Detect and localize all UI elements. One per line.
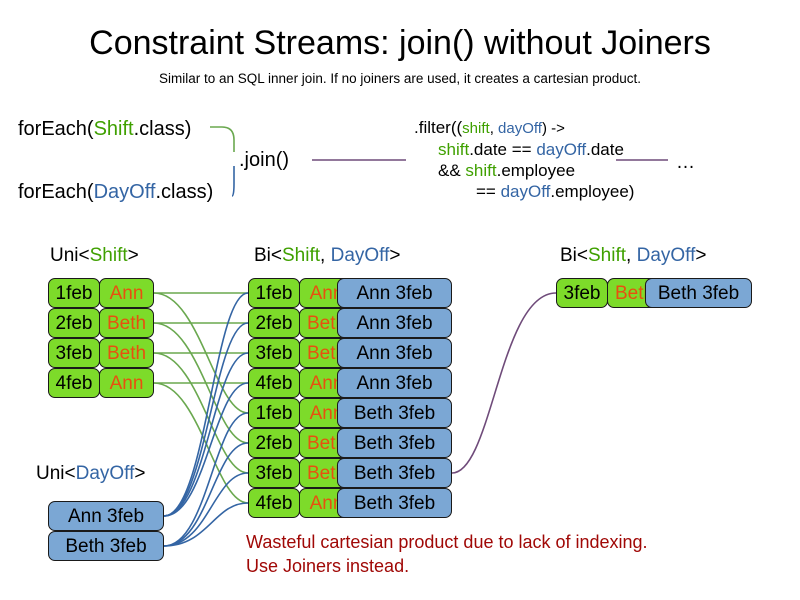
uni-shift-employee-box-2: Beth <box>99 308 154 338</box>
uni-dayoff-post: > <box>134 463 146 484</box>
filter-line2-shift: shift <box>438 140 470 159</box>
uni-shift-date-box-1: 1feb <box>48 278 100 308</box>
page-subtitle: Similar to an SQL inner join. If no join… <box>159 71 641 86</box>
filter-line-4: == dayOff.employee) <box>414 181 634 202</box>
filter-call-block: .filter((shift, dayOff) -> shift.date ==… <box>414 117 634 202</box>
bi-middle-label: Bi<Shift, DayOff> <box>254 245 400 267</box>
uni-shift-date-box-3: 3feb <box>48 338 100 368</box>
filter-line2-post: .date <box>586 140 624 159</box>
link-dayoff-ann-4 <box>163 382 249 517</box>
uni-shift-label: Uni<Shift> <box>50 245 139 267</box>
uni-dayoff-type: DayOff <box>75 463 135 484</box>
link-dayoff-beth-5 <box>163 412 249 547</box>
brace-dayoff-to-join <box>231 166 235 197</box>
bi-right-date-box-1: 3feb <box>556 278 608 308</box>
uni-shift-date-box-4: 4feb <box>48 368 100 398</box>
bi-right-type2: DayOff <box>636 245 696 266</box>
join-call-label: .join() <box>239 149 290 171</box>
filter-line-2: shift.date == dayOff.date <box>414 139 634 160</box>
bi-middle-dayoff-box-4: Ann 3feb <box>337 368 452 398</box>
filter-line3-shift: shift <box>465 161 497 180</box>
bi-middle-pre: Bi< <box>254 245 282 266</box>
filter-line2-mid: .date == <box>469 140 537 159</box>
uni-dayoff-label: Uni<DayOff> <box>36 463 146 485</box>
bi-middle-date-box-1: 1feb <box>248 278 300 308</box>
filter-line3-post: .employee <box>496 161 576 180</box>
brace-shift-to-join <box>210 126 235 152</box>
bi-right-pre: Bi< <box>560 245 588 266</box>
foreach-shift-suffix: .class) <box>133 118 192 140</box>
foreach-dayoff-statement: forEach(DayOff.class) <box>18 180 213 204</box>
link-dayoff-ann-1 <box>163 292 249 517</box>
uni-shift-employee-box-3: Beth <box>99 338 154 368</box>
bi-right-dayoff-box-1: Beth 3feb <box>645 278 752 308</box>
bi-middle-date-box-6: 2feb <box>248 428 300 458</box>
bi-right-label: Bi<Shift, DayOff> <box>560 245 706 267</box>
foreach-shift-type: Shift <box>93 118 134 140</box>
bi-middle-dayoff-box-3: Ann 3feb <box>337 338 452 368</box>
bi-middle-date-box-5: 1feb <box>248 398 300 428</box>
uni-dayoff-box-2: Beth 3feb <box>48 531 164 561</box>
bi-middle-type1: Shift <box>282 245 321 266</box>
uni-shift-post: > <box>127 245 139 266</box>
uni-shift-employee-box-4: Ann <box>99 368 154 398</box>
foreach-dayoff-prefix: forEach( <box>18 181 94 203</box>
page-title: Constraint Streams: join() without Joine… <box>89 24 711 62</box>
filter-line4-pre: == <box>476 182 501 201</box>
bi-middle-dayoff-box-5: Beth 3feb <box>337 398 452 428</box>
uni-dayoff-pre: Uni< <box>36 463 76 484</box>
bi-middle-dayoff-box-6: Beth 3feb <box>337 428 452 458</box>
warning-line-1: Wasteful cartesian product due to lack o… <box>246 532 648 552</box>
filter-line-3: && shift.employee <box>414 160 634 181</box>
filter-line1-dayoff: dayOff <box>498 120 542 137</box>
foreach-dayoff-suffix: .class) <box>155 181 214 203</box>
bi-right-post: > <box>695 245 707 266</box>
uni-shift-employee-box-1: Ann <box>99 278 154 308</box>
ellipsis-label: … <box>676 152 695 173</box>
filter-line1-post: ) -> <box>541 120 565 137</box>
link-dayoff-beth-6 <box>163 442 249 547</box>
bi-middle-date-box-3: 3feb <box>248 338 300 368</box>
link-shift-3-b <box>153 352 249 474</box>
filter-line1-pre: .filter(( <box>414 118 463 137</box>
link-filtered-result <box>451 292 557 474</box>
foreach-shift-prefix: forEach( <box>18 118 94 140</box>
link-dayoff-beth-7 <box>163 472 249 547</box>
filter-line-1: .filter((shift, dayOff) -> <box>414 117 634 139</box>
bi-right-type1: Shift <box>588 245 627 266</box>
bi-middle-dayoff-box-1: Ann 3feb <box>337 278 452 308</box>
filter-line1-shift: shift <box>462 120 490 137</box>
warning-text: Wasteful cartesian product due to lack o… <box>246 530 648 578</box>
filter-line4-post: .employee) <box>550 182 635 201</box>
link-dayoff-ann-2 <box>163 322 249 517</box>
bi-middle-type2: DayOff <box>330 245 390 266</box>
foreach-dayoff-type: DayOff <box>93 181 156 203</box>
bi-right-sep: , <box>626 245 637 266</box>
warning-line-2: Use Joiners instead. <box>246 556 410 576</box>
uni-dayoff-box-1: Ann 3feb <box>48 501 164 531</box>
link-dayoff-ann-3 <box>163 352 249 517</box>
bi-middle-date-box-2: 2feb <box>248 308 300 338</box>
bi-middle-dayoff-box-7: Beth 3feb <box>337 458 452 488</box>
bi-middle-dayoff-box-8: Beth 3feb <box>337 488 452 518</box>
bi-middle-date-box-4: 4feb <box>248 368 300 398</box>
uni-shift-type: Shift <box>89 245 128 266</box>
uni-shift-date-box-2: 2feb <box>48 308 100 338</box>
bi-middle-date-box-7: 3feb <box>248 458 300 488</box>
bi-middle-post: > <box>389 245 401 266</box>
filter-line2-dayoff: dayOff <box>536 140 587 159</box>
bi-middle-date-box-8: 4feb <box>248 488 300 518</box>
link-dayoff-beth-8 <box>163 502 249 547</box>
filter-line4-dayoff: dayOff <box>500 182 551 201</box>
foreach-shift-statement: forEach(Shift.class) <box>18 117 191 141</box>
bi-middle-sep: , <box>320 245 331 266</box>
bi-middle-dayoff-box-2: Ann 3feb <box>337 308 452 338</box>
filter-line1-comma: , <box>489 120 499 137</box>
filter-line3-pre: && <box>438 161 466 180</box>
uni-shift-pre: Uni< <box>50 245 90 266</box>
